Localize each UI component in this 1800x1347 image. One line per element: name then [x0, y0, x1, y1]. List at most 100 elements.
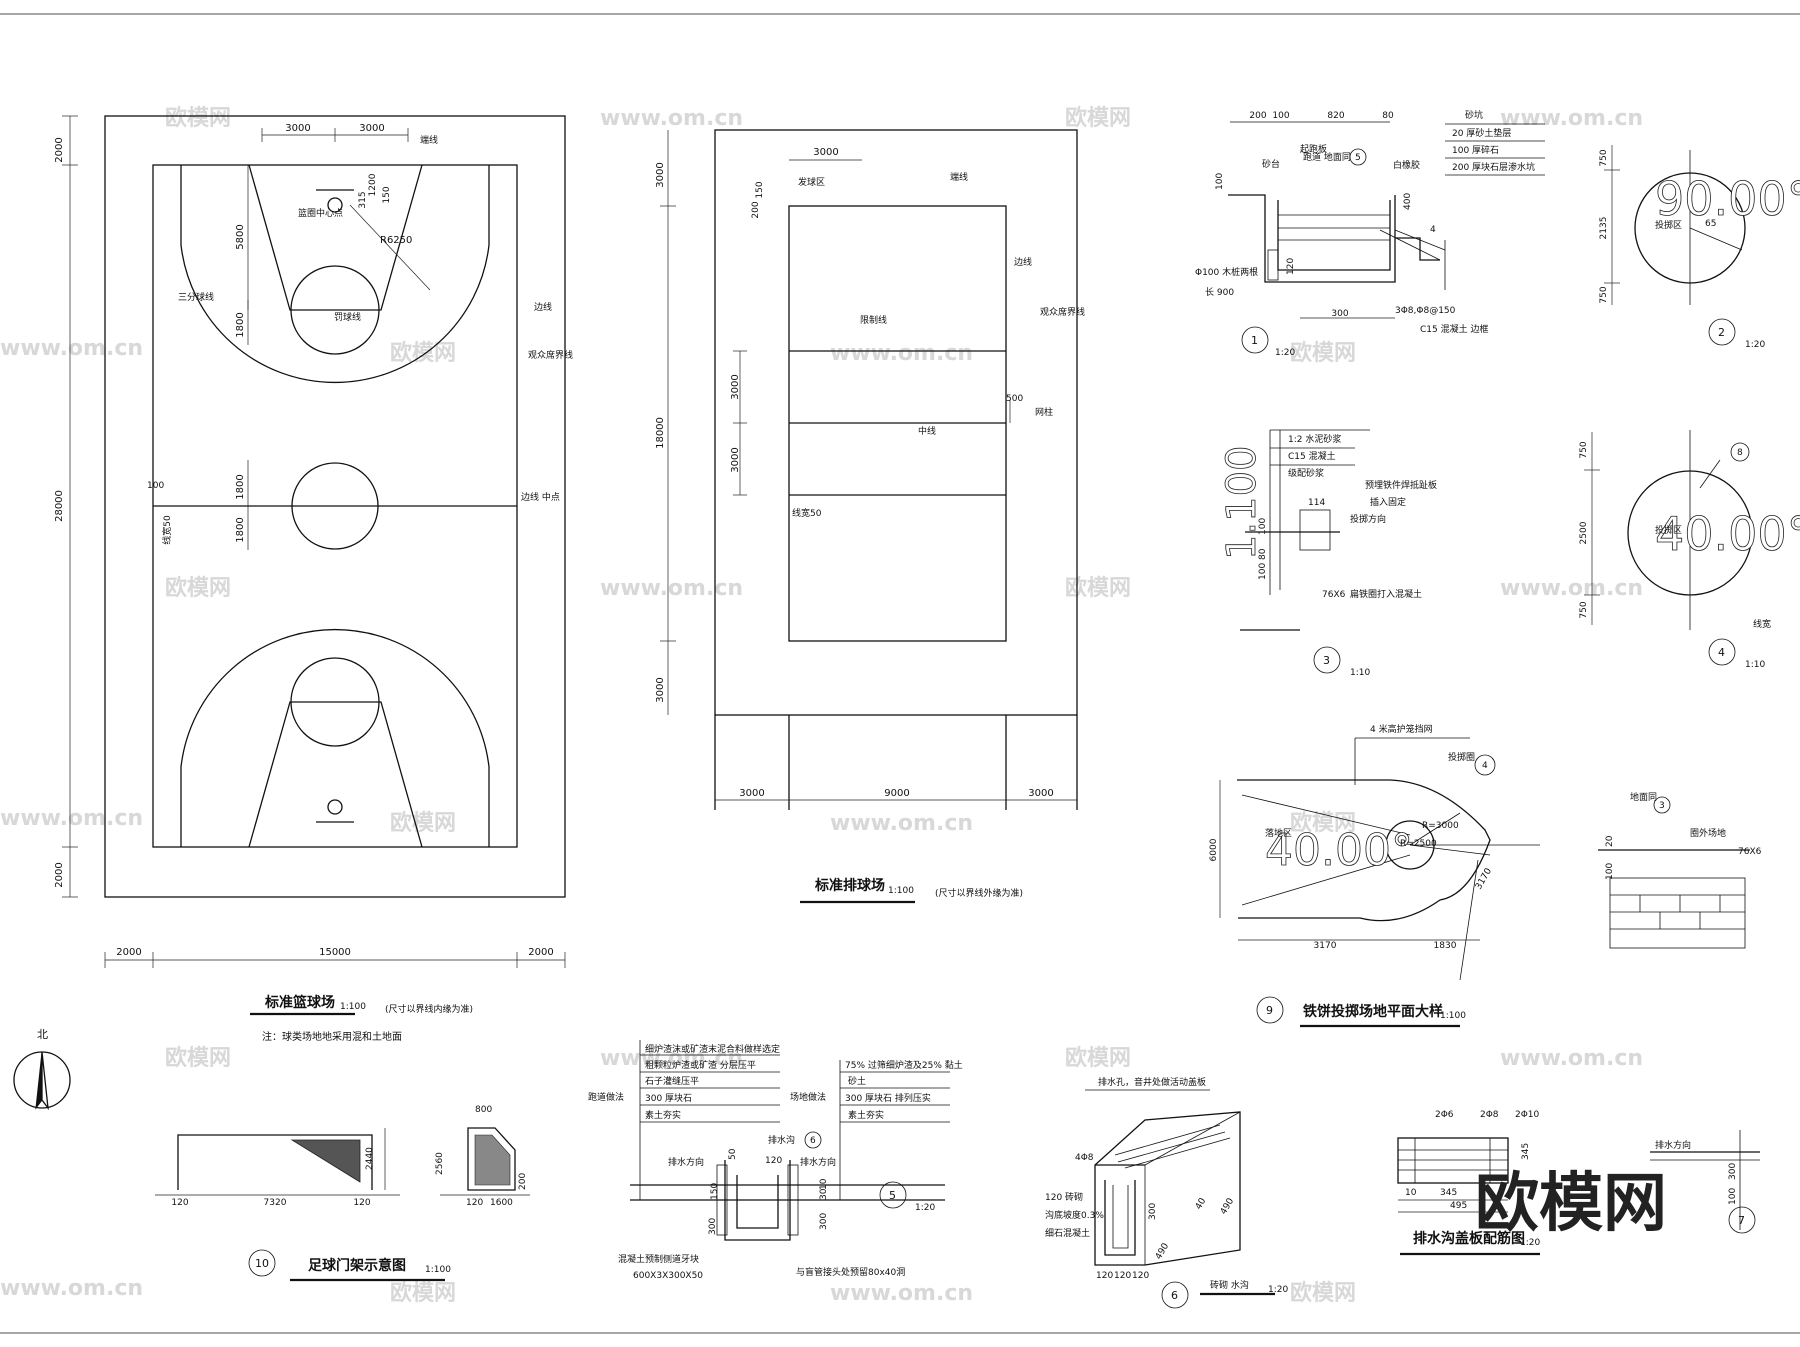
svg-text:起跑板: 起跑板	[1300, 143, 1327, 155]
svg-text:4: 4	[1430, 225, 1436, 235]
svg-text:50: 50	[728, 1148, 738, 1160]
detail-2-throw-circle: 90.00° 750 2135 750 投掷区 65 2 1:20	[1599, 145, 1800, 350]
svg-text:www.om.cn: www.om.cn	[830, 341, 973, 366]
svg-text:345: 345	[1521, 1143, 1531, 1160]
detail-4-throw-circle: 40.00° 750 2500 750 投掷区 8 线宽 4 1:10	[1579, 430, 1800, 670]
svg-text:490: 490	[1219, 1196, 1236, 1216]
svg-text:1:10: 1:10	[1745, 660, 1765, 670]
svg-text:20 厚砂土垫层: 20 厚砂土垫层	[1452, 127, 1511, 139]
svg-text:80: 80	[1258, 548, 1268, 560]
svg-text:圈外场地: 圈外场地	[1690, 827, 1726, 839]
svg-text:3000: 3000	[655, 162, 666, 187]
svg-text:28000: 28000	[54, 490, 65, 522]
svg-text:线宽50: 线宽50	[161, 515, 173, 545]
svg-text:120: 120	[353, 1198, 370, 1208]
svg-text:1800: 1800	[235, 517, 246, 542]
svg-text:www.om.cn: www.om.cn	[600, 1046, 743, 1071]
svg-text:(尺寸以界线内缘为准): (尺寸以界线内缘为准)	[385, 1003, 473, 1015]
svg-text:欧模网: 欧模网	[165, 1045, 231, 1071]
svg-text:线宽50: 线宽50	[792, 507, 822, 519]
svg-text:R=2500: R=2500	[1400, 839, 1437, 849]
svg-text:300: 300	[1331, 309, 1348, 319]
svg-text:120: 120	[1132, 1271, 1149, 1281]
svg-text:地面同: 地面同	[1630, 791, 1657, 803]
svg-text:800: 800	[475, 1105, 492, 1115]
svg-text:1600: 1600	[490, 1198, 513, 1208]
svg-text:砂坑: 砂坑	[1465, 109, 1483, 121]
svg-text:3170: 3170	[1314, 941, 1337, 951]
detail-1-sand-pit: 200 100 820 80 起跑板 砂台 跑道 地面同 5 白橡胶 砂坑 20…	[1195, 109, 1545, 358]
svg-text:沟底坡度0.3%: 沟底坡度0.3%	[1045, 1209, 1104, 1221]
svg-text:2440: 2440	[365, 1147, 375, 1170]
svg-text:300: 300	[1148, 1203, 1158, 1220]
svg-text:300 厚块石 排列压实: 300 厚块石 排列压实	[845, 1092, 931, 1104]
svg-text:白橡胶: 白橡胶	[1393, 159, 1420, 171]
svg-text:300: 300	[819, 1213, 829, 1230]
svg-text:边线: 边线	[1014, 256, 1032, 268]
svg-text:120: 120	[765, 1156, 782, 1166]
svg-text:欧模网: 欧模网	[390, 340, 456, 366]
svg-text:4: 4	[1482, 761, 1488, 771]
svg-text:投掷区: 投掷区	[1655, 524, 1682, 536]
svg-text:欧模网: 欧模网	[1290, 1280, 1356, 1306]
logo-watermark: 欧模网	[1475, 1167, 1667, 1241]
svg-text:65: 65	[1705, 219, 1716, 229]
svg-text:砂台: 砂台	[1262, 158, 1280, 170]
svg-text:投掷区: 投掷区	[1655, 219, 1682, 231]
svg-text:2135: 2135	[1599, 217, 1609, 240]
svg-text:罚球线: 罚球线	[334, 311, 361, 323]
svg-text:1:100: 1:100	[1440, 1011, 1466, 1021]
svg-text:长 900: 长 900	[1205, 286, 1234, 298]
svg-text:1:20: 1:20	[1745, 340, 1765, 350]
svg-text:端线: 端线	[420, 134, 438, 146]
detail-7-cover-slab: 2Φ6 2Φ8 2Φ10 10 345 495 345 排水方向 300 100…	[1397, 1110, 1760, 1256]
svg-text:315: 315	[358, 191, 368, 208]
svg-text:76X6: 76X6	[1738, 847, 1762, 857]
svg-text:www.om.cn: www.om.cn	[0, 806, 143, 831]
svg-text:5800: 5800	[235, 224, 246, 249]
svg-text:1800: 1800	[235, 474, 246, 499]
svg-text:投掷圈: 投掷圈	[1448, 751, 1475, 763]
svg-text:4: 4	[1718, 646, 1725, 659]
svg-text:300 厚块石: 300 厚块石	[645, 1092, 692, 1104]
svg-text:200: 200	[1249, 111, 1266, 121]
svg-text:2000: 2000	[54, 137, 65, 162]
svg-text:观众席界线: 观众席界线	[528, 349, 573, 361]
svg-text:1830: 1830	[1434, 941, 1457, 951]
svg-text:20: 20	[1605, 835, 1615, 847]
detail-6-brick-drain: 排水孔，音井处做活动盖板 4Φ8 120 砖砌 沟底坡度0.3% 细石混凝土 3…	[1045, 1076, 1288, 1309]
svg-text:7320: 7320	[264, 1198, 287, 1208]
svg-text:76X6: 76X6	[1322, 590, 1346, 600]
svg-text:排水沟盖板配筋图: 排水沟盖板配筋图	[1413, 1230, 1525, 1247]
detail-circle-edge: 地面同 3 圈外场地 76X6 20 100	[1598, 791, 1762, 949]
svg-text:120: 120	[1096, 1271, 1113, 1281]
svg-text:www.om.cn: www.om.cn	[600, 106, 743, 131]
detail-3-stop-board: 1.100 1:2 水泥砂浆 C15 混凝土 级配砂浆 114 预埋铁件焊抵趾板…	[1219, 429, 1437, 678]
svg-text:www.om.cn: www.om.cn	[830, 811, 973, 836]
svg-text:排水方向: 排水方向	[668, 1156, 704, 1168]
svg-text:1200: 1200	[368, 173, 378, 196]
svg-text:中线: 中线	[918, 425, 936, 437]
svg-text:边线: 边线	[534, 301, 552, 313]
svg-text:100: 100	[1728, 1188, 1738, 1205]
svg-text:欧模网: 欧模网	[1290, 340, 1356, 366]
volleyball-court: 3000 3000 18000 3000 3000 3000 200 150 5…	[655, 129, 1085, 904]
svg-text:www.om.cn: www.om.cn	[1500, 576, 1643, 601]
svg-text:40.00°: 40.00°	[1655, 507, 1800, 561]
svg-text:预埋铁件焊抵趾板: 预埋铁件焊抵趾板	[1365, 479, 1437, 491]
svg-text:www.om.cn: www.om.cn	[0, 1276, 143, 1301]
svg-text:铁饼投掷场地平面大样: 铁饼投掷场地平面大样	[1303, 1003, 1443, 1020]
svg-text:C15 混凝土: C15 混凝土	[1288, 450, 1336, 462]
svg-text:1:100: 1:100	[888, 886, 914, 896]
svg-text:Φ100 木桩两根: Φ100 木桩两根	[1195, 266, 1258, 278]
svg-text:落地区: 落地区	[1265, 827, 1292, 839]
svg-text:细炉渣沫或矿渣末泥合料做样选定: 细炉渣沫或矿渣末泥合料做样选定	[645, 1043, 780, 1055]
svg-text:标准排球场: 标准排球场	[814, 877, 885, 894]
basketball-court: 2000 28000 2000 2000 15000 2000 3000 300…	[54, 115, 573, 1043]
svg-text:490: 490	[1154, 1241, 1171, 1261]
svg-text:与盲管接头处预留80x40洞: 与盲管接头处预留80x40洞	[796, 1266, 905, 1278]
svg-text:820: 820	[1327, 111, 1344, 121]
svg-text:三分球线: 三分球线	[178, 291, 214, 303]
svg-text:9: 9	[1266, 1004, 1273, 1017]
